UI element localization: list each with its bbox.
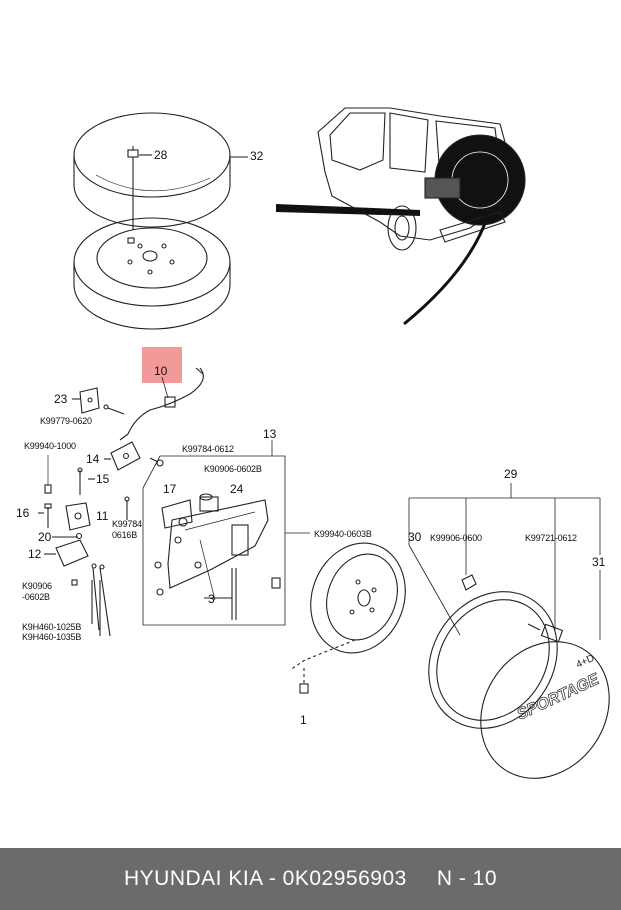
callout-10: 10 <box>154 364 168 378</box>
vehicle-rear-illustration <box>317 107 526 251</box>
pointer-arrow <box>276 204 420 216</box>
callout-k90906-line2: -0602B <box>22 592 50 602</box>
callout-3: 3 <box>208 592 215 606</box>
cover-drive-text: 4+D <box>575 653 597 671</box>
callout-k99784-line1: K99784 <box>112 519 142 529</box>
callout-k99784-0612: K99784-0612 <box>182 444 234 454</box>
callout-11: 11 <box>96 509 109 523</box>
callout-24: 24 <box>230 482 244 496</box>
callout-k90906-line1: K90906 <box>22 581 52 591</box>
callout-k99721-0612: K99721-0612 <box>525 533 577 543</box>
pointer-curve <box>403 214 490 326</box>
callout-k99906-0600: K99906-0600 <box>430 533 482 543</box>
release-cable-illustration <box>119 367 204 441</box>
parts-diagram: 32 28 10 23 K99779-0620 K99940-1000 15 1… <box>16 107 610 779</box>
footer-part-number: HYUNDAI KIA - 0K02956903 <box>123 867 407 890</box>
callout-28: 28 <box>154 148 168 162</box>
callout-k9h460-1035b: K9H460-1035B <box>22 632 81 642</box>
callout-23: 23 <box>54 392 68 406</box>
callout-20: 20 <box>38 530 52 544</box>
callout-k90906-0602b: K90906-0602B <box>204 464 262 474</box>
callout-13: 13 <box>263 427 277 441</box>
callout-1: 1 <box>300 713 307 727</box>
cover-group <box>408 483 610 779</box>
callout-29: 29 <box>504 467 518 481</box>
callout-k99940-1000: K99940-1000 <box>24 441 76 451</box>
spare-wheel-illustration <box>73 217 231 330</box>
callout-14: 14 <box>86 452 100 466</box>
callout-16: 16 <box>16 506 30 520</box>
left-fasteners-illustration <box>38 455 111 637</box>
callout-30: 30 <box>408 530 422 544</box>
callout-32: 32 <box>250 149 264 163</box>
footer-bar: HYUNDAI KIA - 0K02956903 N - 10 <box>0 848 621 910</box>
cover-model-text: SPORTAGE <box>515 670 603 723</box>
callout-k99779-0620: K99779-0620 <box>40 416 92 426</box>
bracket-23-illustration <box>72 387 125 415</box>
callout-k9h460-1025b: K9H460-1025B <box>22 622 81 632</box>
callout-31: 31 <box>592 555 606 569</box>
callout-12: 12 <box>28 547 42 561</box>
small-wheel-illustration <box>289 542 406 694</box>
callout-k99940-0603b: K99940-0603B <box>314 529 372 539</box>
callout-k99784-line2: 0616B <box>112 530 137 540</box>
spare-tire-top-illustration <box>73 112 248 230</box>
carrier-bracket-group <box>124 440 310 626</box>
footer-page-ref: N - 10 <box>436 867 497 890</box>
callout-17: 17 <box>163 482 177 496</box>
bracket-14-illustration <box>104 441 164 471</box>
callout-15: 15 <box>96 472 110 486</box>
